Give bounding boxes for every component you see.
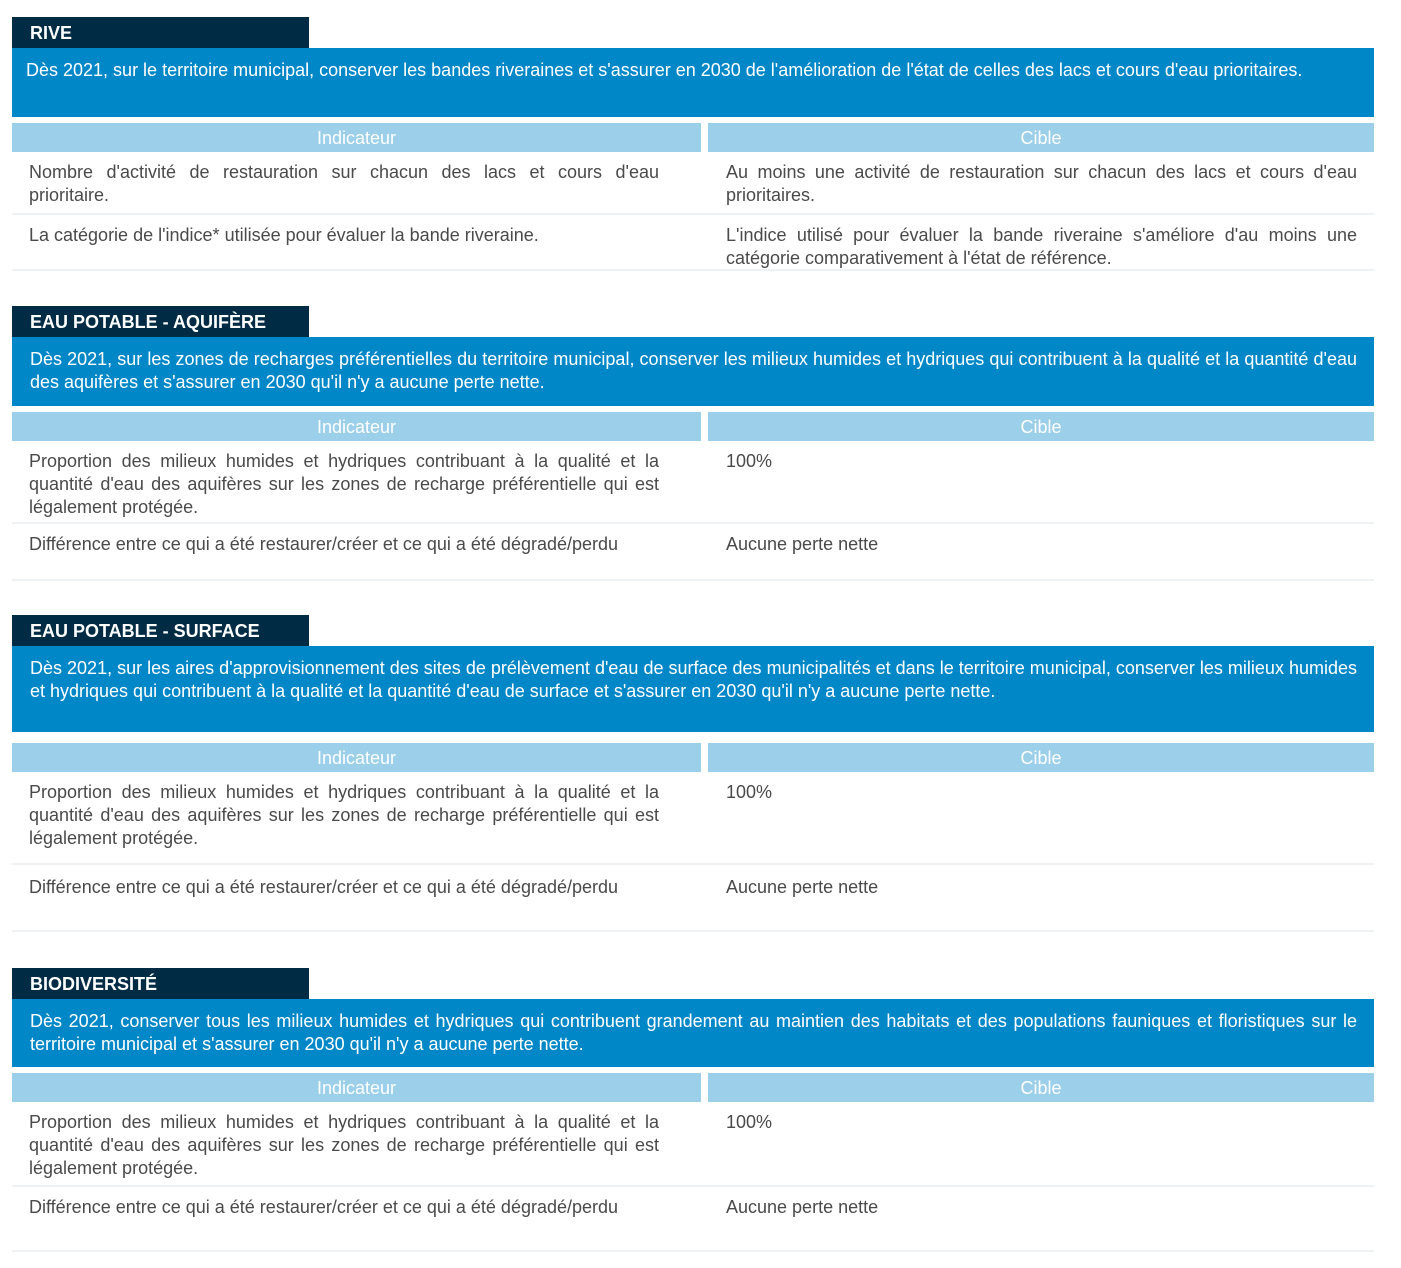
section-eau-potable-surface: EAU POTABLE - SURFACE Dès 2021, sur les … <box>12 615 1374 932</box>
indicator-header: Indicateur <box>12 1073 701 1102</box>
target-header: Cible <box>708 1073 1374 1102</box>
table-row: Différence entre ce qui a été restaurer/… <box>12 1187 1374 1252</box>
table-header: Indicateur Cible <box>12 1073 1374 1102</box>
target-cell: L'indice utilisé pour évaluer la bande r… <box>726 225 1357 268</box>
section-objective: Dès 2021, sur les zones de recharges pré… <box>12 337 1374 406</box>
section-eau-potable-aquifere: EAU POTABLE - AQUIFÈRE Dès 2021, sur les… <box>12 306 1374 581</box>
section-rive: RIVE Dès 2021, sur le territoire municip… <box>12 17 1374 271</box>
indicator-cell: Différence entre ce qui a été restaurer/… <box>29 877 619 897</box>
target-cell: Aucune perte nette <box>726 1197 879 1217</box>
target-cell: 100% <box>726 451 773 471</box>
section-title: EAU POTABLE - AQUIFÈRE <box>12 306 309 337</box>
table-row: Différence entre ce qui a été restaurer/… <box>12 865 1374 932</box>
table-header: Indicateur Cible <box>12 123 1374 152</box>
target-cell: 100% <box>726 782 773 802</box>
table-header: Indicateur Cible <box>12 743 1374 772</box>
target-header: Cible <box>708 743 1374 772</box>
indicator-cell: Proportion des milieux humides et hydriq… <box>29 1112 659 1178</box>
indicator-cell: Différence entre ce qui a été restaurer/… <box>29 534 619 554</box>
table-row: Proportion des milieux humides et hydriq… <box>12 1102 1374 1187</box>
target-header: Cible <box>708 412 1374 441</box>
section-objective: Dès 2021, conserver tous les milieux hum… <box>12 999 1374 1067</box>
indicator-cell: Différence entre ce qui a été restaurer/… <box>29 1197 619 1217</box>
section-objective: Dès 2021, sur les aires d'approvisionnem… <box>12 646 1374 732</box>
indicator-cell: Proportion des milieux humides et hydriq… <box>29 451 659 517</box>
indicator-cell: La catégorie de l'indice* utilisée pour … <box>29 225 539 245</box>
target-cell: Au moins une activité de restauration su… <box>726 162 1357 205</box>
target-cell: 100% <box>726 1112 773 1132</box>
indicator-cell: Nombre d'activité de restauration sur ch… <box>29 162 659 205</box>
indicator-header: Indicateur <box>12 743 701 772</box>
table-header: Indicateur Cible <box>12 412 1374 441</box>
table-row: Nombre d'activité de restauration sur ch… <box>12 152 1374 215</box>
indicator-cell: Proportion des milieux humides et hydriq… <box>29 782 659 848</box>
table-row: Proportion des milieux humides et hydriq… <box>12 441 1374 524</box>
target-cell: Aucune perte nette <box>726 877 879 897</box>
section-title: BIODIVERSITÉ <box>12 968 309 999</box>
target-cell: Aucune perte nette <box>726 534 879 554</box>
indicator-header: Indicateur <box>12 412 701 441</box>
section-biodiversite: BIODIVERSITÉ Dès 2021, conserver tous le… <box>12 968 1374 1252</box>
section-title: RIVE <box>12 17 309 48</box>
target-header: Cible <box>708 123 1374 152</box>
table-row: Différence entre ce qui a été restaurer/… <box>12 524 1374 581</box>
table-row: Proportion des milieux humides et hydriq… <box>12 772 1374 865</box>
section-title: EAU POTABLE - SURFACE <box>12 615 309 646</box>
indicator-header: Indicateur <box>12 123 701 152</box>
section-objective: Dès 2021, sur le territoire municipal, c… <box>12 48 1374 117</box>
table-row: La catégorie de l'indice* utilisée pour … <box>12 215 1374 271</box>
